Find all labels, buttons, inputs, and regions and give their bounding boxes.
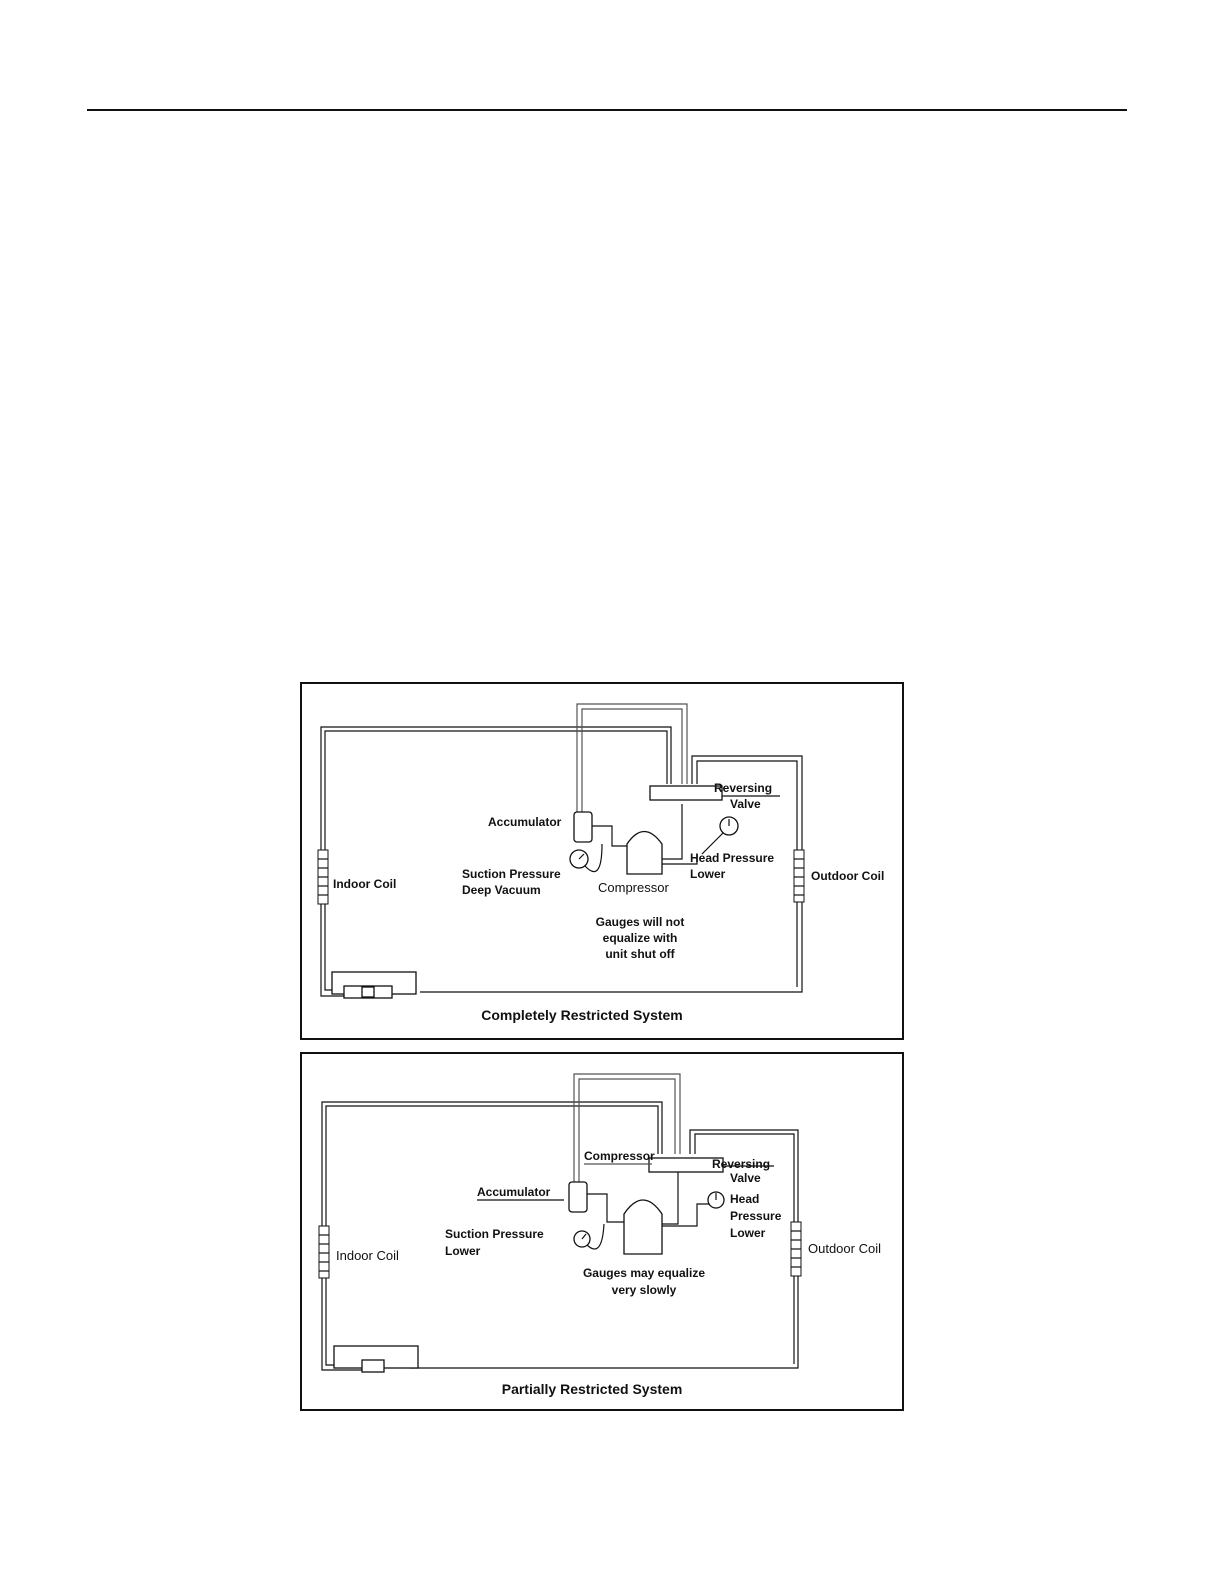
pipe-right-outer (410, 1129, 799, 1369)
label-accumulator: Accumulator (488, 815, 562, 829)
label-note-3: unit shut off (605, 947, 675, 961)
diagram-completely-restricted: Indoor Coil Outdoor Coil Reversing Valve… (317, 703, 884, 1023)
label-accumulator: Accumulator (477, 1185, 551, 1199)
accumulator (573, 811, 593, 843)
label-outdoor-coil: Outdoor Coil (808, 1241, 881, 1256)
figure-completely-restricted: Indoor Coil Outdoor Coil Reversing Valve… (300, 682, 904, 1040)
label-indoor-coil: Indoor Coil (336, 1248, 399, 1263)
label-note-1: Gauges will not (596, 915, 685, 929)
label-reversing-2: Valve (730, 1171, 761, 1185)
pipe-loop-inner (325, 1105, 659, 1274)
pipe-top-bypass-inner (581, 708, 683, 824)
label-head-2: Lower (690, 867, 726, 881)
label-reversing-1: Reversing (714, 781, 772, 795)
indoor-coil (317, 849, 329, 905)
pipe-top-bypass (576, 703, 688, 824)
label-note-2: very slowly (612, 1283, 677, 1297)
label-compressor: Compressor (584, 1149, 655, 1163)
label-compressor: Compressor (598, 880, 669, 895)
header-rule (87, 109, 1127, 111)
pipe-loop-outer (321, 1101, 663, 1274)
outdoor-coil (793, 849, 805, 903)
label-note-1: Gauges may equalize (583, 1266, 705, 1280)
accumulator (568, 1181, 588, 1213)
reversing-valve (648, 1157, 724, 1173)
label-head-2: Pressure (730, 1209, 782, 1223)
pipe-loop-inner (320, 726, 672, 904)
figure-caption: Completely Restricted System (481, 1007, 683, 1023)
pipe-top-bypass-inner (578, 1078, 676, 1194)
figure-caption: Partially Restricted System (502, 1381, 683, 1397)
label-suction-1: Suction Pressure (445, 1227, 544, 1241)
pipe-loop-outer (324, 730, 668, 904)
pipe-indoor-bottom (321, 1274, 362, 1371)
pipe-top-bypass (573, 1073, 681, 1194)
label-head-1: Head Pressure (690, 851, 774, 865)
indoor-coil (318, 1225, 330, 1279)
figure-partially-restricted: Indoor Coil Outdoor Coil Reversing Valve… (300, 1052, 904, 1411)
label-reversing-1: Reversing (712, 1157, 770, 1171)
label-suction-2: Deep Vacuum (462, 883, 541, 897)
label-suction-2: Lower (445, 1244, 481, 1258)
label-head-1: Head (730, 1192, 759, 1206)
label-indoor-coil: Indoor Coil (333, 877, 396, 891)
outdoor-coil (790, 1221, 802, 1277)
pipe-right-outer (420, 755, 803, 993)
compressor (626, 830, 663, 875)
metering-device (361, 1359, 385, 1373)
label-suction-1: Suction Pressure (462, 867, 561, 881)
reversing-valve (649, 785, 723, 801)
diagram-partially-restricted: Indoor Coil Outdoor Coil Reversing Valve… (318, 1073, 881, 1397)
compressor (623, 1199, 663, 1255)
label-reversing-2: Valve (730, 797, 761, 811)
label-note-2: equalize with (603, 931, 678, 945)
label-outdoor-coil: Outdoor Coil (811, 869, 884, 883)
label-head-3: Lower (730, 1226, 766, 1240)
